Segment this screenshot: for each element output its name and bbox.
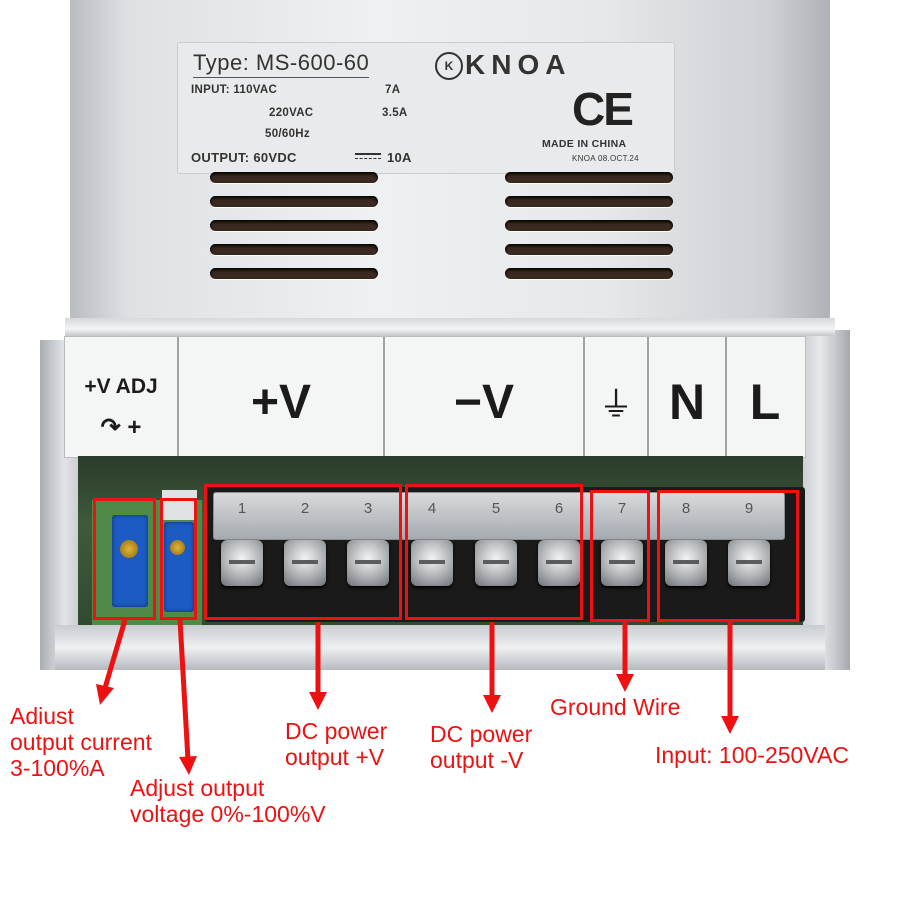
terminal-number: 8 (681, 500, 691, 517)
date-code-text: KNOA 08.OCT.24 (572, 154, 639, 163)
terminal-screw-1[interactable] (221, 540, 263, 586)
highlight-input (657, 490, 799, 622)
input-voltage-220: 220VAC (269, 107, 314, 119)
housing-right-side (800, 330, 850, 670)
input-current-220: 3.5A (382, 107, 408, 119)
connector-white (162, 490, 197, 520)
annotation-ground: Ground Wire (550, 694, 681, 720)
terminal-number: 4 (427, 500, 437, 517)
plus-v-text: +V (250, 376, 312, 429)
neutral-text: N (668, 374, 706, 430)
terminal-number: 3 (363, 500, 373, 517)
current-trimmer-screw-icon[interactable] (120, 540, 138, 558)
adj-title: +V ADJ (84, 375, 158, 398)
terminal-label-strip: +V ADJ ↷ + +V −V ⏚ N L (64, 336, 806, 458)
terminal-number: 9 (744, 500, 754, 517)
highlight-ground (590, 490, 650, 622)
minus-v-text: −V (453, 376, 515, 429)
neutral-cell: N (649, 337, 727, 457)
voltage-trimmer-pot[interactable] (164, 522, 194, 612)
terminal-number: 2 (300, 500, 310, 517)
adj-cell: +V ADJ ↷ + (65, 337, 179, 457)
current-trimmer-pot[interactable] (112, 515, 148, 607)
output-label: OUTPUT: 60VDC (191, 150, 297, 165)
ce-mark: CE (572, 83, 634, 135)
highlight-current-adjust (93, 498, 156, 620)
model-type-text: Type: MS-600-60 (193, 50, 370, 78)
brand-logo-icon: K (435, 52, 463, 80)
dc-symbol-dashes (355, 158, 381, 159)
frequency-text: 50/60Hz (265, 128, 310, 140)
brand-name: KNOA (465, 49, 572, 80)
terminal-screw-2[interactable] (284, 540, 326, 586)
annotation-dc-plus: DC power output +V (285, 718, 388, 770)
terminal-clear-cover (213, 492, 785, 540)
terminal-screw-8[interactable] (665, 540, 707, 586)
annotation-adjust-current: Adiust output current 3-100%A (10, 703, 152, 781)
terminal-number: 6 (554, 500, 564, 517)
annotation-adjust-voltage: Adjust output voltage 0%-100%V (130, 775, 326, 827)
terminal-screw-3[interactable] (347, 540, 389, 586)
line-text: L (749, 374, 781, 430)
terminal-screw-9[interactable] (728, 540, 770, 586)
annotation-input: Input: 100-250VAC (655, 742, 849, 768)
terminal-screw-4[interactable] (411, 540, 453, 586)
spec-label: Type: MS-600-60 K KNOA INPUT: 110VAC 7A … (177, 42, 675, 174)
annotation-dc-minus: DC power output -V (430, 721, 533, 773)
terminal-screw-7[interactable] (601, 540, 643, 586)
terminal-number: 5 (491, 500, 501, 517)
terminal-screw-5[interactable] (475, 540, 517, 586)
highlight-dc-plus (204, 484, 402, 620)
terminal-number: 1 (237, 500, 247, 517)
housing-lip (65, 318, 835, 336)
line-cell: L (727, 337, 803, 457)
dc-symbol-icon (355, 153, 381, 155)
terminal-screw-6[interactable] (538, 540, 580, 586)
ground-icon: ⏚ (599, 386, 633, 424)
highlight-voltage-adjust (160, 498, 197, 620)
output-current: 10A (387, 150, 412, 165)
voltage-trimmer-screw-icon[interactable] (170, 540, 185, 555)
minus-v-cell: −V (385, 337, 585, 457)
input-current-110: 7A (385, 84, 401, 96)
ground-cell: ⏚ (585, 337, 649, 457)
made-in-text: MADE IN CHINA (542, 138, 627, 150)
input-label: INPUT: 110VAC (191, 84, 278, 96)
adj-direction-icon: ↷ + (100, 414, 142, 441)
highlight-dc-minus (405, 484, 583, 620)
terminal-number: 7 (617, 500, 627, 517)
plus-v-cell: +V (179, 337, 385, 457)
